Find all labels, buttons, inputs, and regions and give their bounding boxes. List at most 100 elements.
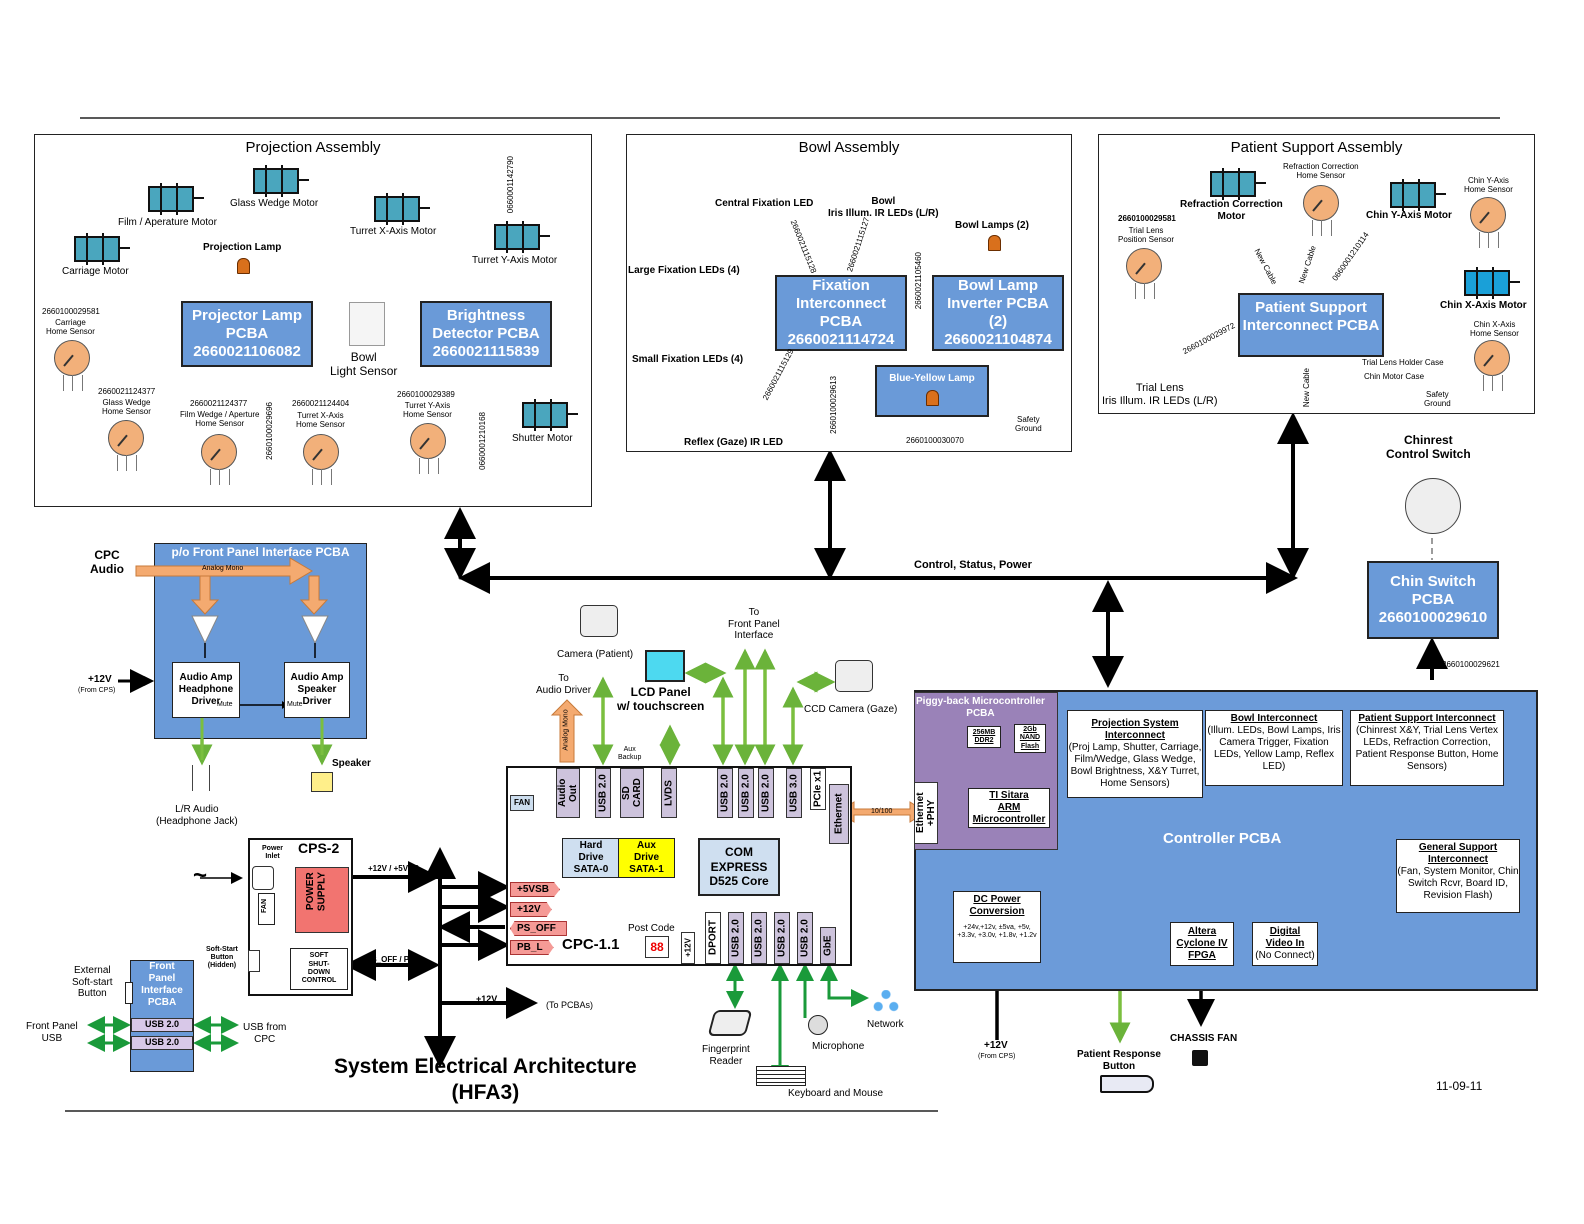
fingerprint-label: Fingerprint Reader xyxy=(702,1044,750,1067)
chin-cable-pn: 2660100029621 xyxy=(1442,660,1500,669)
glass-wedge-motor-label: Glass Wedge Motor xyxy=(230,198,319,209)
lr-audio-label: L/R Audio (Headphone Jack) xyxy=(156,804,238,827)
controller-power-label: +12V xyxy=(984,1040,1008,1051)
power-tag-12v: +12V xyxy=(510,902,552,917)
cable-pn: 2660100029696 xyxy=(265,402,274,460)
controller-power-from: (From CPS) xyxy=(978,1053,1016,1060)
projection-lamp-label: Projection Lamp xyxy=(203,242,282,253)
chin-y-home-sensor-icon xyxy=(1470,197,1506,248)
pcie-port[interactable]: PCIe x1 xyxy=(810,768,826,810)
audio-power-from: (From CPS) xyxy=(78,687,116,694)
usb3-port[interactable]: USB 3.0 xyxy=(786,768,802,818)
power-tag-pb-l: PB_L xyxy=(510,940,554,955)
usb-port[interactable]: USB 2.0 xyxy=(751,912,767,964)
usb-port[interactable]: USB 2.0 xyxy=(595,768,611,818)
usb-port[interactable]: USB 2.0 xyxy=(131,1018,193,1032)
dc-power-conversion: DC Power Conversion +24v,+12v, ±5va, +5v… xyxy=(953,891,1041,963)
large-fixation-leds-label: Large Fixation LEDs (4) xyxy=(628,265,740,276)
power-supply-box xyxy=(295,867,349,933)
hard-drive: Hard Drive SATA-0 xyxy=(562,838,620,878)
com-express-module: COM EXPRESS D525 Core xyxy=(698,838,780,896)
speaker-icon xyxy=(311,772,333,792)
bowl-lamp-icon xyxy=(988,235,1001,251)
usb-port[interactable]: USB 2.0 xyxy=(758,768,774,818)
dport[interactable]: DPORT xyxy=(705,912,721,964)
chin-x-home-sensor-icon xyxy=(1474,340,1510,391)
refraction-motor-icon xyxy=(1210,168,1266,200)
small-fixation-leds-label: Small Fixation LEDs (4) xyxy=(632,354,744,365)
sensor-label: Turret X-Axis Home Sensor xyxy=(296,411,345,430)
patient-support-title: Patient Support Assembly xyxy=(1230,139,1403,156)
ac-input-label: ~ xyxy=(193,862,208,889)
turret-x-motor-icon xyxy=(374,193,430,225)
microphone-label: Microphone xyxy=(812,1041,865,1052)
usb-port[interactable]: USB 2.0 xyxy=(797,912,813,964)
power-inlet-icon xyxy=(252,866,274,890)
controller-name: Controller PCBA xyxy=(1163,830,1282,847)
to-audio-driver-label: To Audio Driver xyxy=(536,673,592,696)
glass-wedge-home-sensor-icon xyxy=(108,420,144,471)
turret-x-home-sensor-icon xyxy=(303,434,339,485)
refraction-sensor-label: Refraction Correction Home Sensor xyxy=(1283,162,1359,181)
power-tag-ps-off: PS_OFF xyxy=(510,921,567,936)
projection-assembly-title: Projection Assembly xyxy=(245,139,381,156)
power-inlet-label: Power Inlet xyxy=(262,845,284,861)
cpc-fan: FAN xyxy=(510,795,534,811)
nand-flash: 2Gb NAND Flash xyxy=(1014,724,1046,753)
to-pcbas-label: (To PCBAs) xyxy=(546,1000,594,1010)
ext-softstart-label: External Soft-start Button xyxy=(72,965,113,999)
headphone-driver: Audio Amp Headphone Driver xyxy=(172,662,240,718)
bowl-lamps-label: Bowl Lamps (2) xyxy=(955,220,1029,231)
chinrest-switch-label: Chinrest Control Switch xyxy=(1386,433,1471,461)
sensor-pn: 2660100029389 xyxy=(397,390,455,399)
soft-start-button[interactable] xyxy=(248,950,260,972)
turret-y-motor-icon xyxy=(494,221,550,253)
lvds-port[interactable]: LVDS xyxy=(661,768,677,818)
speaker-label: Speaker xyxy=(332,758,371,769)
patient-response-button[interactable] xyxy=(1100,1075,1154,1093)
chassis-fan-label: CHASSIS FAN xyxy=(1170,1033,1238,1044)
cps-fan-label: FAN xyxy=(261,899,268,913)
trial-lens-sensor-pn: 2660100029581 xyxy=(1118,214,1176,223)
ext-softstart-button[interactable] xyxy=(125,982,133,1004)
aux-drive: Aux Drive SATA-1 xyxy=(618,838,675,878)
trial-lens-case-label: Trial Lens Holder Case xyxy=(1362,358,1444,367)
sensor-pn: 2660021124377 xyxy=(190,399,248,408)
bowl-interconnect: Bowl Interconnect (Illum. LEDs, Bowl Lam… xyxy=(1205,710,1343,786)
microphone-icon xyxy=(808,1015,828,1035)
film-aperture-motor-label: Film / Aperature Motor xyxy=(118,217,217,228)
digital-video-in: Digital Video In (No Connect) xyxy=(1252,922,1318,966)
soft-shutdown-control: SOFT SHUT- DOWN CONTROL xyxy=(290,948,348,990)
brightness-detector-pcba: Brightness Detector PCBA 2660021115839 xyxy=(420,301,552,367)
aux-backup-label: Aux Backup xyxy=(618,746,642,762)
ps-off-pbl-label: PS_OFF / PB_L xyxy=(366,955,425,964)
power-supply-label: POWER SUPPLY xyxy=(305,872,328,912)
gbe-port[interactable]: GbE xyxy=(820,927,836,964)
lcd-panel-label: LCD Panel w/ touchscreen xyxy=(617,685,705,713)
usb-port[interactable]: USB 2.0 xyxy=(738,768,754,818)
usb-port[interactable]: USB 2.0 xyxy=(774,912,790,964)
keyboard-label: Keyboard and Mouse xyxy=(788,1088,884,1099)
cps-out-label: +12V / +5VSB xyxy=(368,864,420,873)
piggyback-label: Piggy-back Microcontroller PCBA xyxy=(916,696,1045,719)
usb-port[interactable]: USB 2.0 xyxy=(728,912,744,964)
cable-pn: 2660100029613 xyxy=(829,376,838,434)
projection-system-interconnect: Projection System Interconnect (Proj Lam… xyxy=(1067,710,1203,798)
usb-port[interactable]: USB 2.0 xyxy=(131,1036,193,1050)
bowl-light-sensor-icon xyxy=(349,302,385,346)
revision-date: 11-09-11 xyxy=(1436,1079,1483,1093)
turret-x-motor-label: Turret X-Axis Motor xyxy=(350,226,437,237)
trial-lens-leds-label: Trial Lens Iris Illum. IR LEDs (L/R) xyxy=(1102,382,1218,407)
sd-card-port[interactable]: SD CARD xyxy=(620,768,644,818)
ethernet-port[interactable]: Ethernet xyxy=(829,784,849,844)
headphone-jack-icon xyxy=(192,765,210,791)
turret-y-home-sensor-icon xyxy=(410,423,446,474)
chinrest-switch-icon[interactable] xyxy=(1405,478,1461,534)
chin-x-motor-icon xyxy=(1464,267,1520,299)
audio-out-port[interactable]: Audio Out xyxy=(556,768,580,818)
chin-y-motor-icon xyxy=(1390,179,1446,211)
sensor-label: Glass Wedge Home Sensor xyxy=(102,398,151,417)
patient-support-interconnect: Patient Support Interconnect (Chinrest X… xyxy=(1350,710,1504,786)
shutter-motor-label: Shutter Motor xyxy=(512,433,573,444)
usb-port[interactable]: USB 2.0 xyxy=(717,768,733,818)
